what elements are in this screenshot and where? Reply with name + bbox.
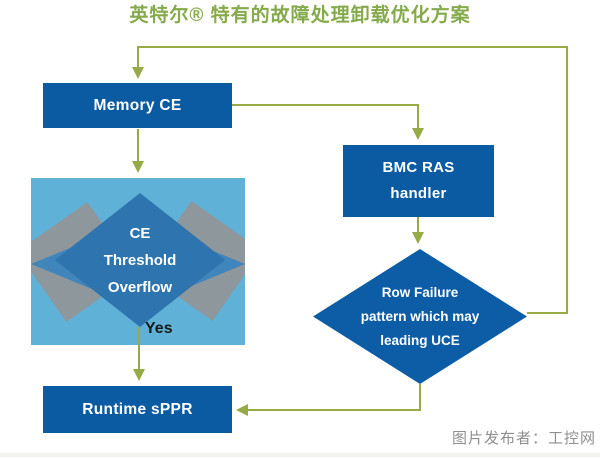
row-failure-label-line2: pattern which may (360, 308, 480, 324)
ce-threshold-label-line2: Threshold (103, 251, 177, 269)
runtime-sppr-node: Runtime sPPR (43, 386, 232, 433)
yes-branch-label: Yes (145, 320, 173, 337)
bmc-ras-handler-node: BMC RAS handler (343, 145, 494, 217)
bmc-ras-label-line2: handler (390, 185, 447, 202)
ce-threshold-label-line3: Overflow (107, 278, 173, 296)
connector-memoryce-to-bmc (232, 104, 424, 140)
row-failure-diamond: Row Failure pattern which may leading UC… (313, 249, 527, 384)
footer-divider (0, 453, 600, 457)
ce-threshold-panel: CE Threshold Overflow Yes (31, 178, 245, 345)
bmc-ras-label-line1: BMC RAS (382, 159, 455, 176)
connector-rowfailure-to-sppr (236, 384, 421, 416)
row-failure-label-line3: leading UCE (380, 332, 460, 348)
memory-ce-label: Memory CE (93, 96, 182, 114)
memory-ce-node: Memory CE (43, 83, 232, 128)
runtime-sppr-label: Runtime sPPR (82, 400, 193, 418)
diagram-title: 英特尔® 特有的故障处理卸载优化方案 (129, 5, 471, 26)
row-failure-label-line1: Row Failure (381, 284, 459, 300)
ce-threshold-label-line1: CE (129, 224, 151, 242)
publisher-caption: 图片发布者：工控网 (451, 430, 596, 447)
